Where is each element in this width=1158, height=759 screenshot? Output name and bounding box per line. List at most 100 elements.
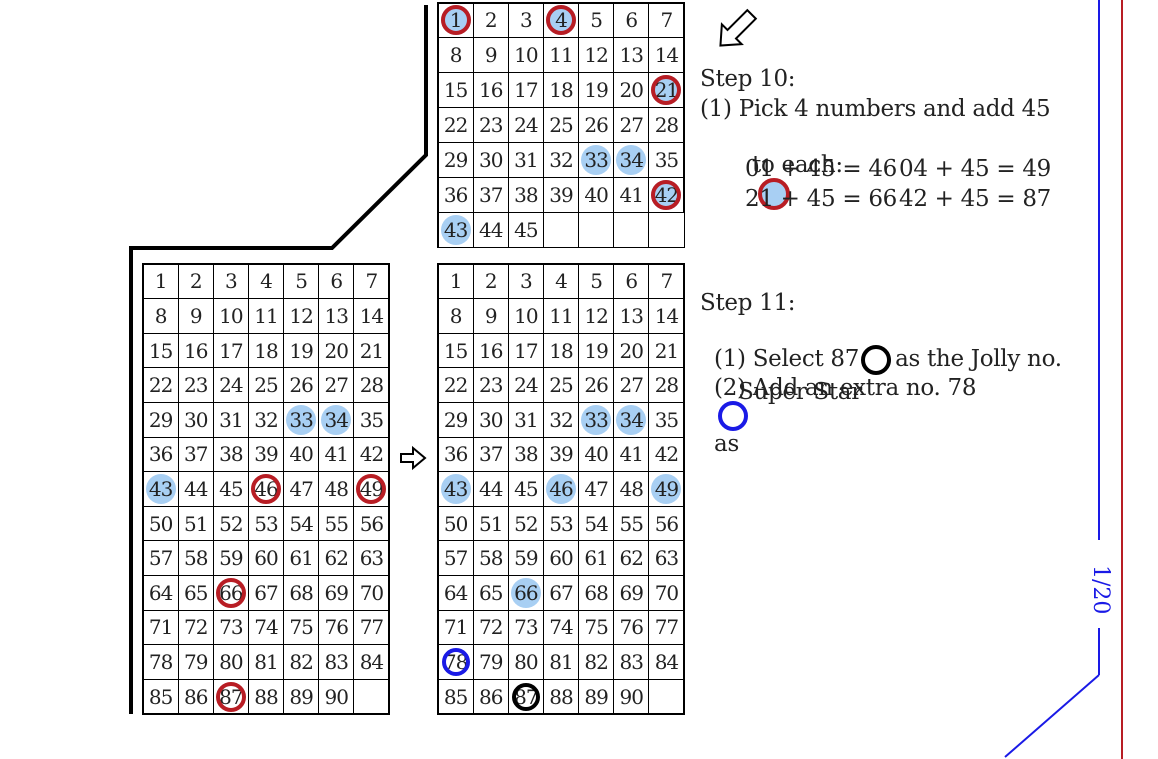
step11-line2: (2) Add an extra no. 78 as (700, 349, 976, 457)
grid-cell-42: 42 (648, 436, 685, 473)
grid-number: 3 (519, 269, 533, 294)
grid-cell-60: 60 (247, 540, 285, 577)
grid-cell-79: 79 (472, 644, 509, 680)
grid-number: 25 (549, 373, 573, 398)
grid-cell-empty (578, 211, 615, 248)
grid-number: 61 (289, 546, 313, 571)
grid-number: 45 (514, 217, 538, 242)
grid-cell-79: 79 (177, 644, 214, 680)
grid-number: 47 (584, 476, 608, 501)
grid-number: 44 (183, 476, 208, 501)
grid-number: 84 (654, 650, 679, 675)
grid-number: 42 (654, 442, 679, 467)
grid-number: 10 (514, 43, 538, 68)
grid-number: 17 (514, 338, 538, 363)
grid-number: 84 (359, 650, 384, 675)
grid-cell-58: 58 (177, 540, 214, 577)
grid-number: 59 (514, 546, 538, 571)
grid-cell-16: 16 (472, 72, 509, 109)
grid-number: 70 (359, 580, 384, 605)
grid-number: 34 (324, 407, 349, 432)
grid-cell-65: 65 (177, 575, 214, 611)
grid-cell-29: 29 (437, 141, 474, 178)
grid-number: 15 (443, 78, 468, 103)
grid-number: 1 (449, 269, 463, 294)
grid-cell-25: 25 (247, 367, 285, 403)
grid-number: 51 (478, 511, 503, 536)
grid-number: 19 (584, 338, 608, 363)
red-ring-marker (215, 577, 246, 608)
grid-cell-36: 36 (437, 436, 474, 473)
step10-line2-text: to each: (752, 152, 843, 178)
grid-number: 56 (359, 511, 384, 536)
grid-number: 24 (219, 373, 243, 398)
grid-number: 35 (359, 407, 384, 432)
grid-cell-48: 48 (613, 471, 650, 507)
grid-number: 35 (654, 407, 679, 432)
grid-number: 79 (478, 650, 503, 675)
margin-blue-diagonal (1004, 674, 1100, 758)
grid-number: 12 (584, 43, 608, 68)
grid-cell-4: 4 (247, 263, 285, 300)
grid-number: 35 (654, 147, 679, 172)
grid-cell-39: 39 (542, 176, 580, 213)
grid-cell-17: 17 (212, 332, 249, 369)
grid-number: 64 (443, 580, 468, 605)
grid-number: 14 (654, 303, 679, 328)
grid-cell-71: 71 (437, 609, 474, 646)
grid-number: 41 (619, 182, 644, 207)
grid-number: 80 (514, 650, 538, 675)
grid-cell-42: 42 (648, 176, 685, 213)
grid-number: 39 (549, 182, 573, 207)
grid-cell-36: 36 (142, 436, 179, 473)
grid-number: 56 (654, 511, 679, 536)
grid-number: 67 (254, 580, 278, 605)
grid-number: 13 (619, 43, 644, 68)
grid-cell-66: 66 (212, 575, 249, 611)
grid-cell-28: 28 (648, 107, 685, 143)
grid-cell-empty (542, 211, 580, 248)
grid-cell-25: 25 (542, 367, 580, 403)
grid-cell-12: 12 (578, 37, 615, 74)
grid-cell-32: 32 (542, 141, 580, 178)
grid-cell-46: 46 (542, 471, 580, 507)
grid-cell-72: 72 (177, 609, 214, 646)
grid-number: 3 (519, 8, 533, 33)
grid-number: 18 (549, 338, 573, 363)
grid-number: 77 (654, 615, 679, 640)
grid-number: 7 (660, 8, 674, 33)
grid-cell-10: 10 (507, 37, 544, 74)
grid-cell-44: 44 (177, 471, 214, 507)
grid-cell-63: 63 (648, 540, 685, 577)
grid-cell-18: 18 (542, 72, 580, 109)
grid-cell-85: 85 (437, 678, 474, 715)
grid-cell-18: 18 (247, 332, 285, 369)
grid-cell-30: 30 (177, 401, 214, 438)
grid-cell-6: 6 (613, 263, 650, 300)
grid-number: 32 (549, 407, 573, 432)
grid-number: 9 (189, 303, 203, 328)
grid-cell-17: 17 (507, 332, 544, 369)
grid-cell-1: 1 (437, 2, 474, 39)
grid-number: 57 (148, 546, 173, 571)
grid-number: 42 (359, 442, 384, 467)
grid-cell-50: 50 (142, 505, 179, 542)
grid-number: 45 (219, 476, 243, 501)
grid-number: 55 (324, 511, 349, 536)
grid-number: 2 (484, 269, 498, 294)
grid-cell-19: 19 (578, 72, 615, 109)
grid-cell-15: 15 (437, 332, 474, 369)
grid-number: 77 (359, 615, 384, 640)
grid-cell-3: 3 (507, 263, 544, 300)
grid-number: 43 (148, 476, 173, 501)
grid-number: 2 (484, 8, 498, 33)
grid-cell-47: 47 (578, 471, 615, 507)
grid-cell-10: 10 (212, 298, 249, 334)
grid-cell-88: 88 (542, 678, 580, 715)
grid-number: 34 (619, 147, 644, 172)
grid-number: 29 (443, 147, 468, 172)
grid-number: 63 (359, 546, 384, 571)
grid-number: 81 (549, 650, 573, 675)
grid-number: 44 (478, 476, 503, 501)
